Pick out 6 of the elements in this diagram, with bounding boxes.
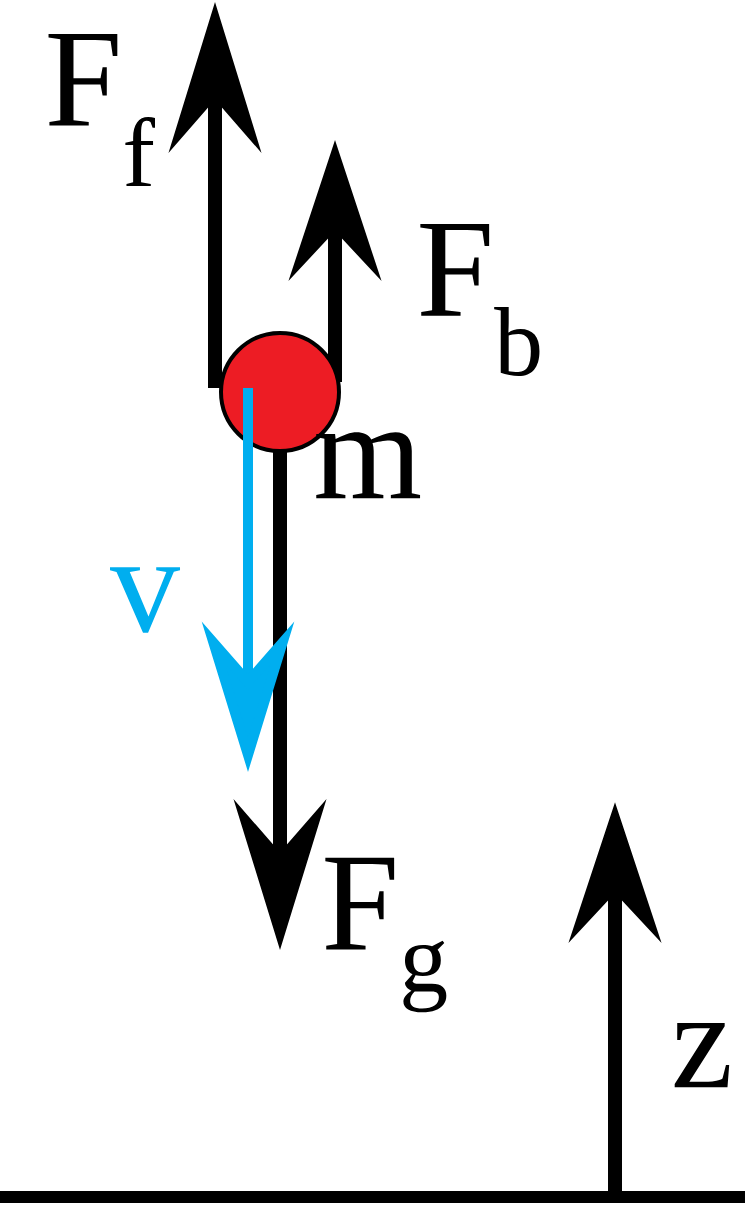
symbol-label: v xyxy=(110,567,180,633)
symbol-label: F$_{g}$ xyxy=(325,857,447,1013)
symbol-label: F$_{f}$ xyxy=(48,33,155,187)
symbol-label: z xyxy=(674,1022,730,1088)
symbol-label: F$_{b}$ xyxy=(420,224,540,377)
mass-label: m xyxy=(316,432,421,499)
